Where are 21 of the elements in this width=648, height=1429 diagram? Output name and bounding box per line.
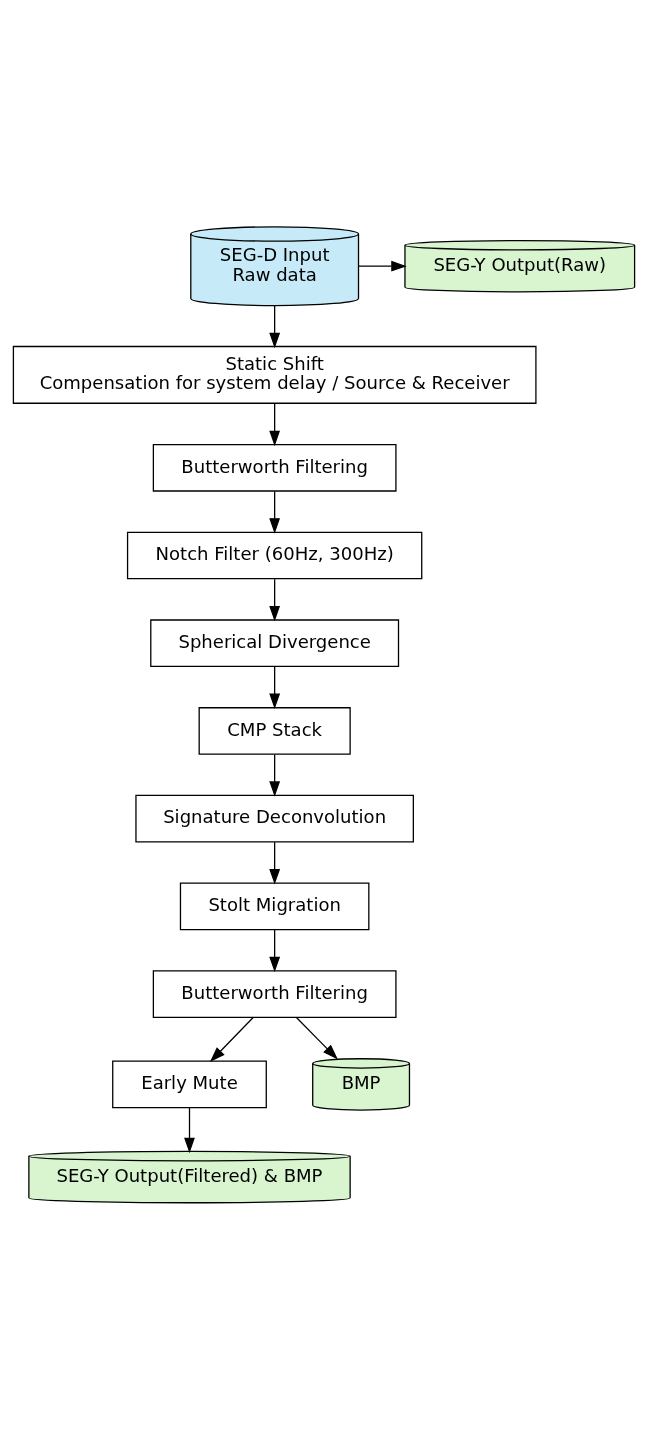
node-box: Early Mute [112, 1060, 267, 1108]
node-box: Stolt Migration [179, 882, 370, 930]
arrow [269, 402, 281, 446]
node-box: Butterworth Filtering [152, 443, 397, 492]
node-box: Spherical Divergence [150, 618, 400, 667]
node-box: Static Shift Compensation for system delay / Source & Receiver [12, 345, 537, 404]
arrow [269, 578, 281, 621]
arrow [184, 1106, 195, 1153]
node-box: Signature Deconvolution [135, 794, 414, 843]
arrow [269, 665, 281, 709]
arrow [269, 490, 281, 534]
node-box: Butterworth Filtering [152, 969, 397, 1018]
arrow [209, 1016, 254, 1062]
arrow [358, 260, 407, 272]
arrow [269, 304, 281, 348]
arrow [269, 841, 281, 885]
arrow [269, 753, 281, 797]
node-box: Notch Filter (60Hz, 300Hz) [126, 531, 423, 579]
node-box: CMP Stack [198, 706, 351, 755]
arrow [295, 1016, 338, 1060]
arrow [269, 928, 281, 972]
